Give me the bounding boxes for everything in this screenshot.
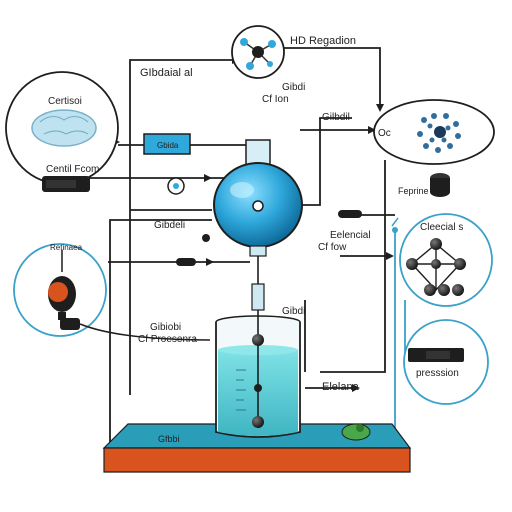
label-top-right: HD Regadion [290, 35, 356, 47]
label-center-top-2: Cf Ion [262, 94, 289, 105]
label-process-1: Gibiobi [150, 322, 181, 333]
label-right-upper: Gilbdil [322, 112, 350, 123]
label-electrical-circle: Cleecial s [420, 222, 463, 233]
left-connector [60, 318, 211, 341]
label-electrical-2: Cf fow [318, 242, 347, 253]
pressure-circle [403, 319, 489, 405]
label-center-top-1: Gibdi [282, 82, 305, 93]
small-gauge-icon [167, 177, 185, 195]
center-sphere [213, 139, 303, 311]
label-pressure: presssion [416, 368, 459, 379]
right-molecule-circle [373, 99, 495, 165]
right-device [430, 173, 450, 197]
label-beaker: Gibdi [282, 306, 305, 317]
label-bottom-right: Elelana [322, 381, 360, 393]
beaker [215, 310, 301, 438]
brain-circle [5, 71, 119, 185]
label-blue-box: Gbida [157, 141, 179, 150]
teal-connector [391, 217, 399, 233]
blue-box [143, 133, 191, 155]
label-top-left: GIbdaial al [140, 67, 193, 79]
top-molecule-circle [231, 25, 285, 79]
label-base: Gfbbi [158, 434, 180, 444]
label-right-device: Feprine [398, 186, 429, 196]
label-control-panel: Centil Fcom [46, 164, 99, 175]
green-sensor-icon [341, 423, 371, 441]
label-middle-left: Gibdeli [154, 220, 185, 231]
label-process-2: Cf Proesenra [138, 334, 197, 345]
control-panel-device [42, 176, 90, 192]
electrical-circuit-circle [399, 213, 493, 307]
label-left-device: Retinaea [50, 243, 83, 252]
label-molecule-circle: Oc [378, 128, 391, 139]
left-device-circle [13, 243, 107, 337]
label-brain: Certisoi [48, 96, 82, 107]
label-electrical-1: Eelencial [330, 230, 371, 241]
plug-connectors [176, 210, 362, 266]
connection-lines [80, 47, 395, 466]
